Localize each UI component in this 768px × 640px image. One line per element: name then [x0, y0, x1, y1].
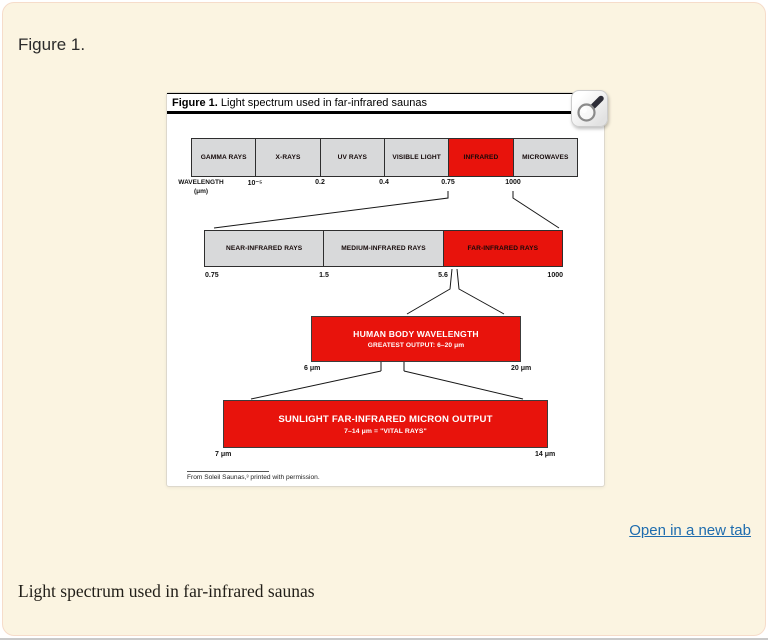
band-gamma-rays: GAMMA RAYS: [192, 139, 256, 176]
band-label: UV RAYS: [337, 154, 368, 161]
em-tick-1: 10⁻⁵: [247, 180, 263, 187]
band-label: VISIBLE LIGHT: [392, 154, 441, 161]
band-label: MICROWAVES: [522, 154, 569, 161]
sunlight-subtitle: 7–14 μm = "VITAL RAYS": [344, 427, 427, 435]
band-label: INFRARED: [463, 154, 499, 161]
human-body-right-label: 20 μm: [511, 365, 532, 372]
em-tick-3: 0.4: [379, 179, 389, 186]
band-uv-rays: UV RAYS: [319, 139, 384, 176]
band-visible-light: VISIBLE LIGHT: [383, 139, 449, 176]
human-body-left-label: 6 μm: [304, 365, 321, 372]
window-bottom-edge: [0, 638, 768, 640]
ir-tick-2: 1.5: [319, 272, 329, 279]
human-body-title: HUMAN BODY WAVELENGTH: [353, 329, 479, 339]
sunlight-left-label: 7 μm: [215, 451, 232, 458]
infrared-spectrum-row: NEAR-INFRARED RAYS MEDIUM-INFRARED RAYS …: [204, 230, 563, 267]
human-body-subtitle: GREATEST OUTPUT: 6–20 μm: [367, 342, 465, 349]
band-medium-infrared: MEDIUM-INFRARED RAYS: [323, 231, 443, 266]
magnifier-icon: [577, 95, 604, 122]
figure-title-number: Figure 1.: [172, 97, 218, 109]
band-infrared: INFRARED: [448, 139, 513, 176]
ir-tick-3: 5.6: [438, 272, 448, 279]
em-tick-4: 0.75: [441, 179, 455, 186]
figure-title-text: Light spectrum used in far-infrared saun…: [217, 97, 427, 109]
figure-panel: Figure 1. Light spectrum used in far-inf…: [166, 90, 608, 487]
em-tick-5: 1000: [505, 179, 521, 186]
zoom-figure-button[interactable]: [571, 90, 608, 127]
band-microwaves: MICROWAVES: [512, 139, 577, 176]
axis-label-line1: WAVELENGTH: [178, 179, 224, 186]
band-far-infrared: FAR-INFRARED RAYS: [442, 231, 562, 266]
band-label: NEAR-INFRARED RAYS: [226, 245, 303, 252]
open-in-new-tab-link[interactable]: Open in a new tab: [629, 522, 751, 539]
band-label: X-RAYS: [275, 154, 301, 161]
ir-tick-4: 1000: [547, 272, 563, 279]
figure-panel-title: Figure 1. Light spectrum used in far-inf…: [167, 93, 604, 114]
sunlight-output-box: SUNLIGHT FAR-INFRARED MICRON OUTPUT 7–14…: [223, 400, 548, 448]
sunlight-right-label: 14 μm: [535, 451, 556, 458]
band-near-infrared: NEAR-INFRARED RAYS: [205, 231, 324, 266]
ir-tick-1: 0.75: [205, 272, 219, 279]
band-label: MEDIUM-INFRARED RAYS: [341, 245, 426, 252]
figure-caption: Light spectrum used in far-infrared saun…: [18, 581, 315, 601]
sunlight-title: SUNLIGHT FAR-INFRARED MICRON OUTPUT: [278, 413, 493, 425]
wavelength-axis-label: WAVELENGTH (μm): [169, 179, 233, 197]
em-tick-2: 0.2: [315, 179, 325, 186]
band-label: GAMMA RAYS: [200, 154, 247, 161]
axis-label-line2: (μm): [193, 187, 209, 195]
figure-footnote: From Soleil Saunas,³ printed with permis…: [187, 474, 320, 481]
human-body-wavelength-box: HUMAN BODY WAVELENGTH GREATEST OUTPUT: 6…: [311, 316, 521, 362]
band-x-rays: X-RAYS: [255, 139, 320, 176]
band-label: FAR-INFRARED RAYS: [467, 245, 539, 252]
figure-label: Figure 1.: [18, 35, 86, 54]
em-spectrum-row: GAMMA RAYS X-RAYS UV RAYS VISIBLE LIGHT …: [191, 138, 578, 177]
